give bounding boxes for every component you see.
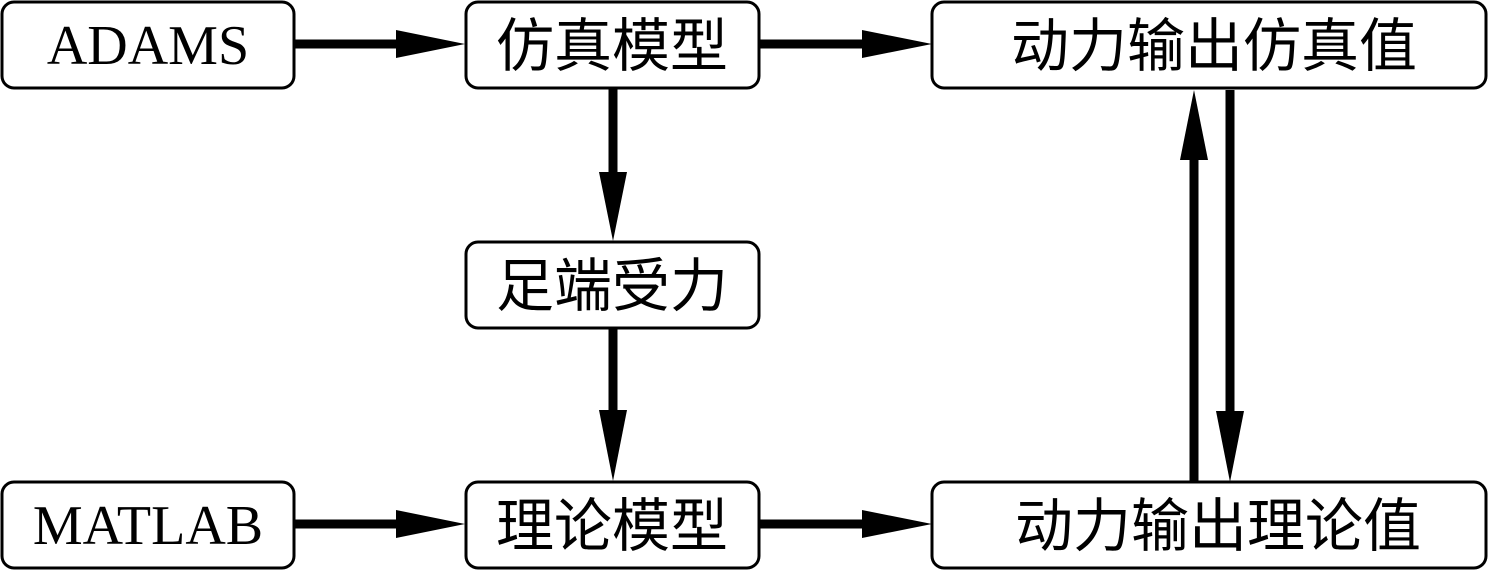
edge-adams-to-sim-model — [295, 30, 465, 58]
node-sim-model: 仿真模型 — [464, 0, 761, 90]
node-theory-model: 理论模型 — [464, 480, 761, 570]
node-dyn-sim: 动力输出仿真值 — [930, 0, 1488, 90]
edge-theory-model-to-dyn-theory — [760, 510, 932, 538]
node-sim-model-label: 仿真模型 — [496, 12, 728, 80]
node-matlab-label: MATLAB — [33, 495, 263, 557]
node-adams-label: ADAMS — [47, 15, 249, 77]
node-dyn-theory-label: 动力输出理论值 — [1015, 492, 1421, 560]
edge-sim-model-to-foot-force — [599, 88, 627, 241]
node-dyn-theory: 动力输出理论值 — [930, 480, 1488, 570]
edge-dyn-theory-to-dyn-sim — [1180, 90, 1208, 482]
node-foot-force: 足端受力 — [464, 240, 761, 330]
edge-foot-force-to-theory-model — [599, 328, 627, 481]
edge-sim-model-to-dyn-sim — [760, 30, 932, 58]
edge-dyn-sim-to-dyn-theory — [1216, 90, 1244, 482]
node-dyn-sim-label: 动力输出仿真值 — [1011, 12, 1417, 80]
node-adams: ADAMS — [0, 0, 296, 90]
node-theory-model-label: 理论模型 — [496, 492, 728, 560]
node-foot-force-label: 足端受力 — [496, 252, 728, 320]
node-matlab: MATLAB — [0, 480, 296, 570]
edge-matlab-to-theory-model — [295, 510, 465, 538]
